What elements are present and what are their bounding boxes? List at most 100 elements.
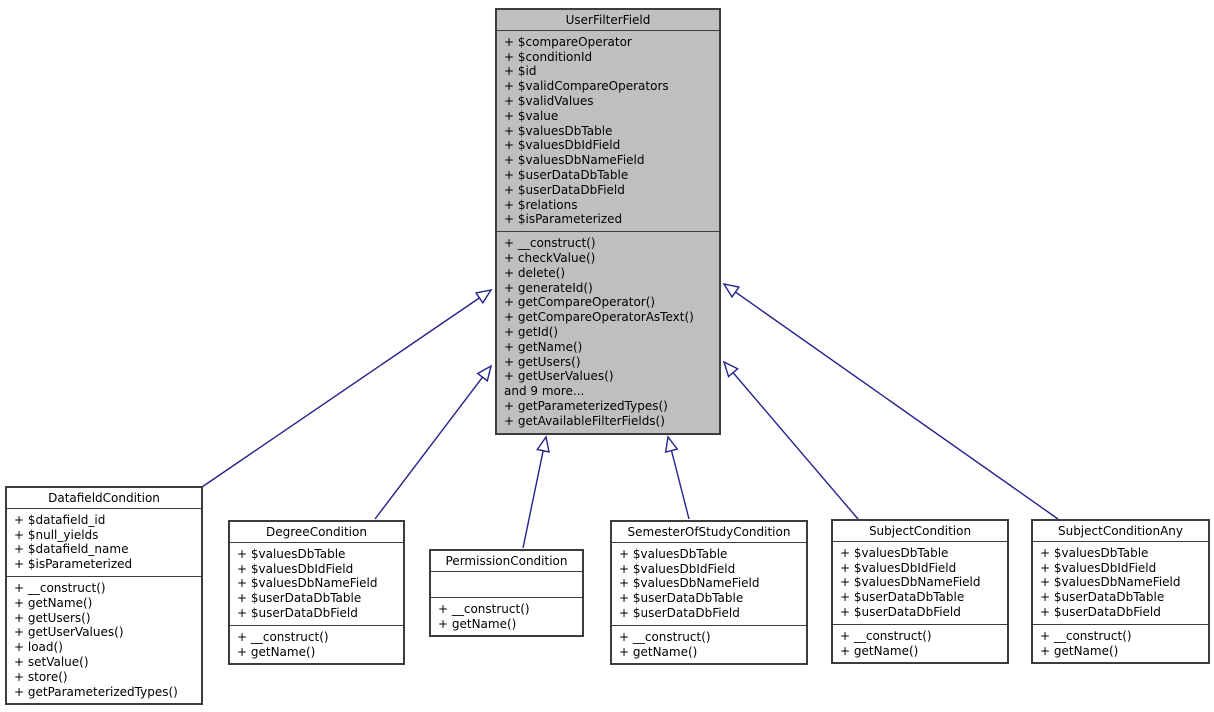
member-row: + $userDataDbField	[840, 604, 961, 619]
member-row: + $isParameterized	[504, 212, 623, 227]
member-row: + $valuesDbNameField	[237, 576, 378, 591]
member-row: + $valuesDbNameField	[840, 575, 981, 590]
member-row: + __construct()	[237, 629, 329, 644]
member-row: + $userDataDbTable	[840, 590, 965, 605]
methods-section: + __construct()+ getName()	[431, 598, 582, 636]
member-row: + getParameterizedTypes()	[14, 684, 178, 699]
class-box-degreecondition[interactable]: DegreeCondition + $valuesDbTable+ $value…	[228, 520, 405, 666]
class-box-semesterofstudycondition[interactable]: SemesterOfStudyCondition + $valuesDbTabl…	[610, 520, 808, 666]
member-row: + $userDataDbTable	[1040, 590, 1165, 605]
member-row: + $valuesDbNameField	[619, 576, 760, 591]
member-row: + $valuesDbTable	[237, 546, 346, 561]
class-title: SemesterOfStudyCondition	[612, 522, 806, 543]
member-row: + $valuesDbTable	[840, 545, 949, 560]
member-row: + $userDataDbField	[619, 605, 740, 620]
member-row: + __construct()	[504, 236, 596, 251]
class-title: SubjectCondition	[833, 521, 1007, 542]
class-box-userfilterfield[interactable]: UserFilterField + $compareOperator+ $con…	[495, 8, 721, 435]
class-title: UserFilterField	[497, 10, 719, 31]
member-row: + $valuesDbTable	[619, 546, 728, 561]
class-box-permissioncondition[interactable]: PermissionCondition + __construct()+ get…	[429, 549, 584, 638]
member-row: + $valuesDbTable	[1040, 545, 1149, 560]
member-row: + $validValues	[504, 93, 594, 108]
class-box-datafieldcondition[interactable]: DatafieldCondition + $datafield_id+ $nul…	[5, 486, 203, 706]
methods-section: + __construct()+ checkValue()+ delete()+…	[497, 232, 719, 432]
member-row: + getName()	[14, 595, 93, 610]
member-row: + $valuesDbIdField	[840, 560, 957, 575]
attributes-section: + $valuesDbTable+ $valuesDbIdField+ $val…	[230, 543, 403, 626]
attributes-section: + $valuesDbTable+ $valuesDbIdField+ $val…	[833, 542, 1007, 625]
class-title: DatafieldCondition	[7, 488, 201, 509]
member-row: + $id	[504, 64, 537, 79]
member-row: + $relations	[504, 197, 578, 212]
inheritance-edge-degreecondition	[374, 366, 491, 520]
member-row: + $datafield_name	[14, 542, 129, 557]
member-row: + setValue()	[14, 654, 89, 669]
member-row: + getCompareOperator()	[504, 295, 656, 310]
member-row: + $isParameterized	[14, 557, 133, 572]
member-row: + $userDataDbTable	[237, 591, 362, 606]
attributes-section: + $datafield_id+ $null_yields+ $datafiel…	[7, 509, 201, 577]
member-row: + $null_yields	[14, 527, 99, 542]
member-row: + checkValue()	[504, 250, 596, 265]
class-title: PermissionCondition	[431, 551, 582, 572]
class-box-subjectcondition[interactable]: SubjectCondition + $valuesDbTable+ $valu…	[831, 519, 1009, 665]
member-row: + $valuesDbIdField	[619, 561, 736, 576]
member-row: + $validCompareOperators	[504, 79, 669, 94]
member-row: + getUserValues()	[504, 369, 614, 384]
methods-section: + __construct()+ getName()	[1033, 625, 1208, 663]
member-row: + load()	[14, 640, 63, 655]
member-row: + getUserValues()	[14, 625, 124, 640]
attributes-section: + $valuesDbTable+ $valuesDbIdField+ $val…	[612, 543, 806, 626]
member-row: + getCompareOperatorAsText()	[504, 310, 694, 325]
member-row: + $compareOperator	[504, 34, 632, 49]
member-row: + $value	[504, 108, 559, 123]
member-row: + getAvailableFilterFields()	[504, 413, 665, 428]
member-row: + $valuesDbNameField	[1040, 575, 1181, 590]
member-row: + getName()	[1040, 643, 1119, 658]
class-title: SubjectConditionAny	[1033, 521, 1208, 542]
member-row: + generateId()	[504, 280, 593, 295]
attributes-section: + $valuesDbTable+ $valuesDbIdField+ $val…	[1033, 542, 1208, 625]
class-box-subjectconditionany[interactable]: SubjectConditionAny + $valuesDbTable+ $v…	[1031, 519, 1210, 665]
member-row: + $datafield_id	[14, 512, 106, 527]
member-row: + $userDataDbField	[1040, 604, 1161, 619]
member-row: + store()	[14, 669, 68, 684]
methods-section: + __construct()+ getName()	[612, 626, 806, 664]
member-row: and 9 more...	[504, 384, 585, 399]
member-row: + __construct()	[840, 628, 932, 643]
member-row: + $valuesDbIdField	[1040, 560, 1157, 575]
inheritance-edge-datafieldcondition	[201, 290, 491, 488]
methods-section: + __construct()+ getName()	[230, 626, 403, 664]
member-row: + getName()	[237, 644, 316, 659]
member-row: + __construct()	[1040, 628, 1132, 643]
member-row: + $userDataDbTable	[619, 591, 744, 606]
member-row: + __construct()	[14, 580, 106, 595]
member-row: + $valuesDbIdField	[504, 138, 621, 153]
member-row: + getParameterizedTypes()	[504, 398, 668, 413]
member-row: + getUsers()	[504, 354, 581, 369]
inheritance-edge-semesterofstudycondition	[668, 437, 690, 520]
member-row: + getName()	[840, 643, 919, 658]
inheritance-edge-permissioncondition	[522, 437, 546, 549]
member-row: + getName()	[619, 644, 698, 659]
member-row: + $valuesDbTable	[504, 123, 613, 138]
member-row: + $userDataDbTable	[504, 167, 629, 182]
member-row: + $valuesDbNameField	[504, 153, 645, 168]
methods-section: + __construct()+ getName()	[833, 625, 1007, 663]
inheritance-edge-subjectconditionany	[724, 284, 1059, 520]
member-row: + getUsers()	[14, 610, 91, 625]
member-row: + $userDataDbField	[504, 182, 625, 197]
attributes-section	[431, 572, 582, 598]
member-row: + getId()	[504, 324, 559, 339]
member-row: + $userDataDbField	[237, 605, 358, 620]
attributes-section: + $compareOperator+ $conditionId+ $id+ $…	[497, 31, 719, 233]
member-row: + $conditionId	[504, 49, 593, 64]
inheritance-edge-subjectcondition	[724, 362, 859, 520]
member-row: + __construct()	[438, 601, 530, 616]
class-title: DegreeCondition	[230, 522, 403, 543]
member-row: + $valuesDbIdField	[237, 561, 354, 576]
member-row: + getName()	[438, 616, 517, 631]
